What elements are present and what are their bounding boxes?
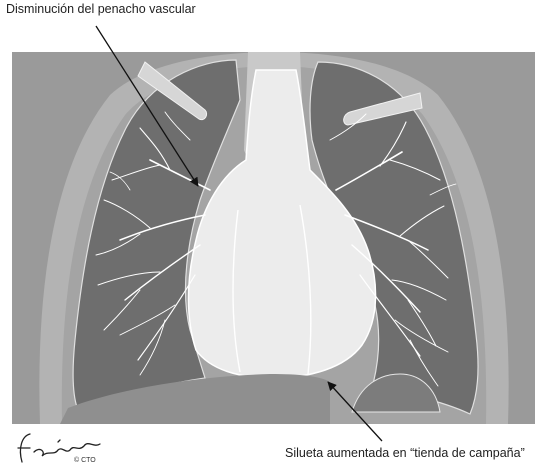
annotation-vascular-reduction: Disminución del penacho vascular: [6, 2, 196, 16]
annotation-tent-silhouette: Silueta aumentada en “tienda de campaña”: [285, 446, 525, 460]
copyright-text: © CTO: [74, 457, 96, 464]
